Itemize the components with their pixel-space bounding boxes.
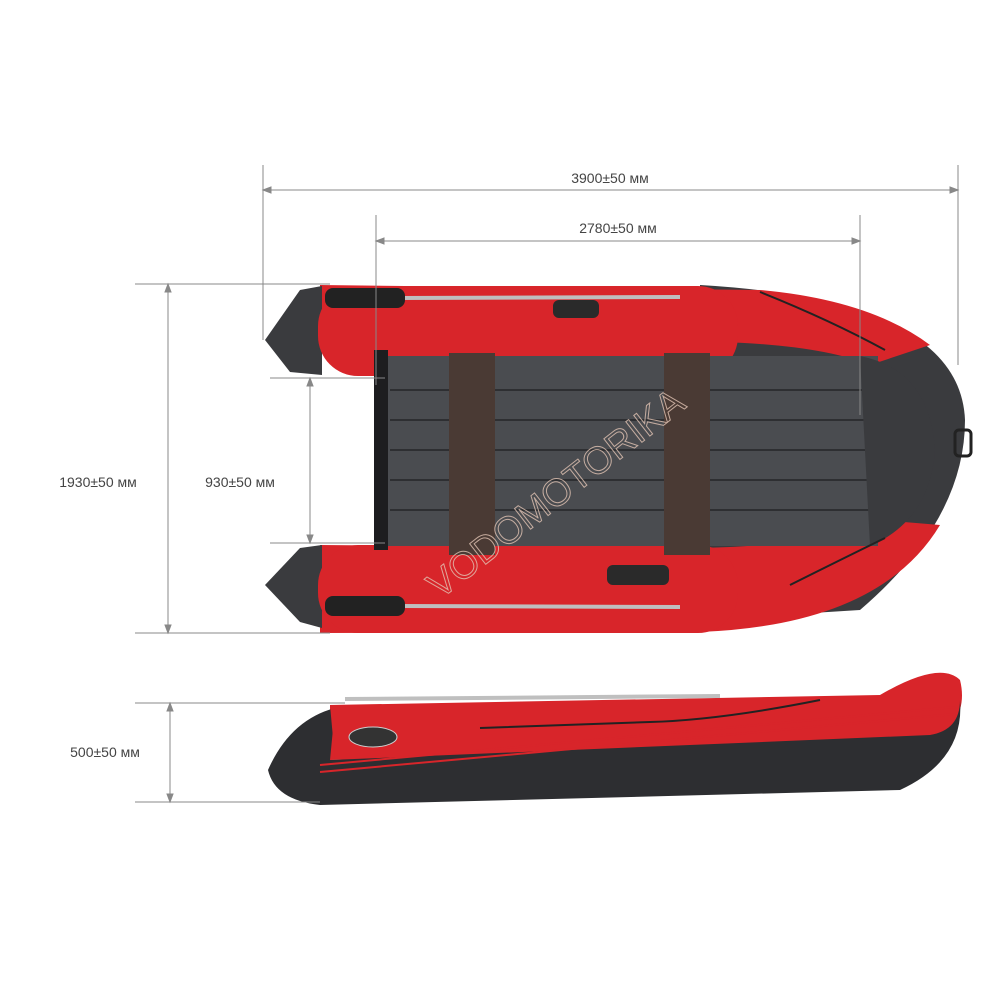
bow-handle	[953, 428, 973, 458]
boat-side-view	[268, 672, 962, 805]
side-oar	[344, 694, 721, 701]
oar-blade-bottom	[325, 596, 405, 616]
side-hull-red	[330, 672, 962, 760]
handle-top	[553, 300, 599, 318]
side-rope	[479, 699, 821, 729]
top-cone-left	[265, 286, 322, 375]
bottom-tube-main	[318, 545, 738, 633]
reef-logo	[348, 726, 398, 748]
oar-blade-top	[325, 288, 405, 308]
oars	[399, 295, 681, 609]
seat-front	[664, 353, 710, 555]
side-hull-dark	[268, 700, 961, 805]
bottom-cone-left	[265, 545, 322, 628]
inner-length-label: 2780±50 мм	[579, 220, 657, 236]
bow-inner	[860, 356, 935, 546]
rope-bottom	[789, 537, 886, 586]
overall-length-label: 3900±50 мм	[571, 170, 649, 186]
rope-top	[759, 291, 886, 351]
handle-bottom	[607, 565, 669, 585]
side-height-label: 500±50 мм	[70, 744, 140, 760]
inner-width-label: 930±50 мм	[205, 474, 275, 490]
dimension-lines	[135, 165, 960, 804]
top-tube-main	[318, 286, 738, 376]
overall-width-label: 1930±50 мм	[59, 474, 137, 490]
side-bow-red	[330, 705, 360, 760]
boat-top-view	[265, 285, 973, 633]
stripes	[319, 706, 956, 773]
seat-rear	[449, 353, 495, 555]
transom	[374, 350, 388, 550]
